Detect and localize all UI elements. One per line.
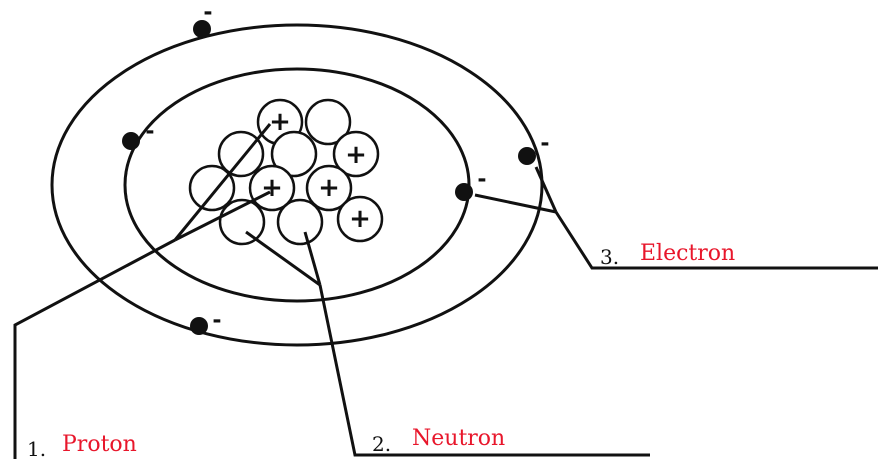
- label-electron: 3. Electron: [600, 241, 735, 269]
- electron-charge-symbol: -: [540, 132, 549, 157]
- neutron-leader-line: [318, 284, 650, 457]
- electron-pointer-line: [474, 193, 557, 214]
- proton-label-number: 1.: [27, 437, 46, 459]
- electron-dot: [122, 132, 140, 150]
- electron-charge-symbol: -: [212, 309, 221, 334]
- label-neutron: 2. Neutron: [372, 426, 505, 456]
- electron-dot: [455, 183, 473, 201]
- outer-orbit: [50, 23, 544, 347]
- electron-dot: [518, 147, 536, 165]
- neutron-circle: [276, 198, 324, 246]
- proton-circle: [332, 130, 380, 178]
- proton-leader-line: [13, 238, 176, 459]
- electron-charge-symbol: -: [203, 1, 212, 26]
- neutron-circle: [217, 130, 265, 178]
- electron-label-number: 3.: [600, 245, 619, 269]
- electron-pointer-line: [534, 166, 558, 213]
- proton-circle: [248, 164, 296, 212]
- neutron-pointer-line: [303, 231, 322, 286]
- electron-dot: [190, 317, 208, 335]
- proton-label-text: Proton: [62, 432, 137, 457]
- proton-charge-symbol: +: [269, 107, 291, 137]
- electrons: - - - - -: [122, 1, 550, 335]
- electron-leader-line: [554, 211, 878, 270]
- leader-lines: [13, 123, 878, 459]
- nucleus: + + + + +: [188, 98, 384, 246]
- electron-dot: [193, 20, 211, 38]
- neutron-circle: [188, 164, 236, 212]
- neutron-circle: [304, 98, 352, 146]
- neutron-label-number: 2.: [372, 432, 391, 456]
- electron-charge-symbol: -: [145, 120, 154, 145]
- proton-circle: [305, 164, 353, 212]
- proton-circle: [336, 195, 384, 243]
- proton-charge-symbol: +: [261, 173, 283, 203]
- electron-label-text: Electron: [640, 241, 735, 266]
- inner-orbit: [123, 67, 471, 303]
- proton-pointer-line: [174, 190, 271, 242]
- proton-charge-symbol: +: [345, 140, 367, 170]
- neutron-label-text: Neutron: [412, 426, 505, 451]
- proton-pointer-line: [173, 123, 272, 241]
- proton-charge-symbol: +: [318, 173, 340, 203]
- label-proton: 1. Proton: [27, 432, 137, 459]
- neutron-circle: [270, 130, 318, 178]
- proton-charge-symbol: +: [349, 204, 371, 234]
- electron-charge-symbol: -: [477, 168, 486, 193]
- neutron-pointer-line: [245, 230, 321, 287]
